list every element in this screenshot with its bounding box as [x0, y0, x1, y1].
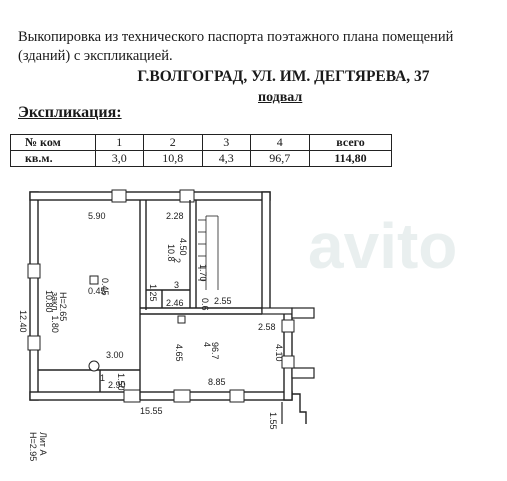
dim-label: 96.7 — [210, 342, 220, 360]
total-value: 114,80 — [309, 150, 392, 167]
dim-label: 3.00 — [106, 350, 124, 360]
height-note: H=2.95 — [28, 432, 38, 461]
room-number: 2 — [172, 258, 182, 263]
dim-label: 8.85 — [208, 377, 226, 387]
room-number-header: № ком — [10, 134, 96, 151]
litera-label: Лит А — [38, 432, 48, 456]
dim-label: 2.58 — [258, 322, 276, 332]
dim-label: 0.45 — [88, 286, 106, 296]
intro-text: Выкопировка из технического паспорта поэ… — [18, 29, 454, 64]
dim-label: 10.80 — [44, 290, 54, 313]
dim-label: 1.55 — [268, 412, 278, 430]
explication-title: Экспликация: — [18, 104, 122, 121]
dim-label: 15.55 — [140, 406, 163, 416]
area-cell: 10,8 — [142, 150, 204, 167]
dim-label: 10.8 — [166, 244, 176, 262]
room-number-cell: 4 — [249, 134, 311, 151]
outer-walls — [29, 191, 315, 424]
plan-objects — [88, 275, 186, 372]
windows — [27, 189, 295, 403]
staircase — [198, 215, 219, 290]
table-row: № ком 1 2 3 4 всего — [10, 134, 392, 151]
area-cell: 4,3 — [202, 150, 251, 167]
floor-label: подвал — [258, 90, 303, 105]
avito-watermark-icon: avito — [308, 210, 457, 282]
room-number: 3 — [174, 280, 179, 290]
room-number-cell: 3 — [202, 134, 251, 151]
dim-label: 2.46 — [166, 298, 184, 308]
area-cell: 96,7 — [249, 150, 311, 167]
interior-partitions — [38, 200, 262, 400]
dim-label: 12.40 — [18, 310, 28, 333]
dim-label: 1.50 — [116, 373, 126, 391]
table-row: кв.м. 3,0 10,8 4,3 96,7 114,80 — [10, 150, 392, 167]
area-header: кв.м. — [10, 150, 96, 167]
dim-label: 0.45 — [100, 278, 110, 296]
dim-label: 5.90 — [88, 211, 106, 221]
room-number-cell: 2 — [142, 134, 204, 151]
floor-plan: 5.90 2.28 12.40 4.50 10.8 2 1.70 0.45 0.… — [18, 189, 315, 461]
room-number: 1 — [100, 373, 105, 383]
address-title: Г.ВОЛГОГРАД, УЛ. ИМ. ДЕГТЯРЕВА, 37 — [137, 68, 430, 85]
dim-label: 4.10 — [274, 344, 284, 362]
dim-label: 2.55 — [214, 296, 232, 306]
explication-table: № ком 1 2 3 4 всего кв.м. 3,0 10,8 4,3 9… — [10, 134, 392, 167]
dim-label: 1.70 — [198, 264, 208, 282]
dim-label: 0.6 — [200, 298, 210, 311]
area-cell: 3,0 — [95, 150, 144, 167]
dim-label: 4.50 — [178, 238, 188, 256]
room-number: 4 — [202, 342, 212, 347]
svg-text:avito: avito — [308, 210, 457, 282]
total-header: всего — [309, 134, 392, 151]
dim-label: закл. 1.80 — [50, 292, 60, 333]
dim-label: 2.28 — [166, 211, 184, 221]
dim-label: 1.25 — [148, 284, 158, 302]
dim-label: 4.65 — [174, 344, 184, 362]
room-number-cell: 1 — [95, 134, 144, 151]
dim-label: 2.90 — [108, 380, 126, 390]
dim-label: H=2.65 — [58, 292, 68, 321]
